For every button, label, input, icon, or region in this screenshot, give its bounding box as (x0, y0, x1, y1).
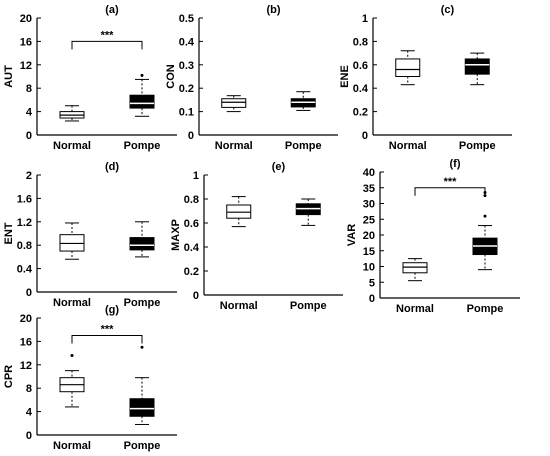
y-axis-label: MAXP (170, 219, 182, 251)
panel-title: (e) (272, 161, 286, 173)
significance-label: *** (444, 176, 458, 188)
y-tick-label: 0.2 (353, 107, 368, 119)
y-tick-label: 2 (26, 170, 32, 182)
y-tick-label: 4 (26, 407, 33, 419)
y-tick-label: 0.2 (184, 266, 199, 278)
y-tick-label: 16 (20, 36, 32, 48)
y-tick-label: 0 (26, 287, 32, 299)
y-tick-label: 1 (193, 170, 199, 182)
y-tick-label: 16 (20, 336, 32, 348)
y-tick-label: 0.3 (179, 60, 194, 72)
x-category-label: Pompe (124, 440, 161, 452)
significance-label: *** (101, 29, 115, 41)
y-tick-label: 0.6 (184, 218, 199, 230)
x-category-label: Pompe (467, 303, 504, 315)
y-tick-label: 0.4 (17, 264, 33, 276)
box-normal (395, 58, 421, 77)
box-pompe (129, 398, 155, 417)
x-category-label: Normal (53, 440, 91, 452)
y-tick-label: 12 (20, 360, 32, 372)
y-tick-label: 8 (26, 383, 32, 395)
y-tick-label: 1 (362, 13, 368, 25)
y-tick-label: 0.8 (184, 194, 199, 206)
panel-title: (b) (266, 4, 280, 16)
y-axis-label: ENE (339, 65, 351, 88)
x-category-label: Pompe (124, 297, 161, 309)
y-tick-label: 0.4 (179, 36, 195, 48)
y-tick-label: 0 (362, 130, 368, 142)
y-tick-label: 4 (26, 107, 33, 119)
y-tick-label: 20 (20, 313, 32, 325)
x-category-label: Pompe (290, 300, 327, 312)
significance-bracket (414, 187, 486, 196)
x-category-label: Normal (53, 297, 91, 309)
significance-bracket (71, 335, 143, 344)
x-category-label: Pompe (285, 140, 322, 152)
y-tick-label: 10 (363, 262, 375, 274)
outlier-point (140, 73, 144, 77)
y-tick-label: 0.1 (179, 107, 194, 119)
significance-label: *** (101, 324, 115, 336)
y-tick-label: 12 (20, 60, 32, 72)
panel-title: (a) (105, 4, 119, 16)
y-axis-label: CPR (3, 365, 15, 388)
y-tick-label: 0.5 (179, 13, 194, 25)
y-tick-label: 20 (363, 230, 375, 242)
outlier-point (140, 345, 144, 349)
y-axis-label: ENT (3, 222, 15, 244)
x-category-label: Normal (220, 300, 258, 312)
y-tick-label: 8 (26, 83, 32, 95)
y-tick-label: 1.6 (17, 193, 32, 205)
y-tick-label: 5 (369, 277, 375, 289)
y-tick-label: 0.8 (17, 240, 32, 252)
y-tick-label: 0 (188, 130, 194, 142)
box-pompe (464, 58, 490, 75)
x-category-label: Pompe (124, 140, 161, 152)
panel-title: (d) (105, 161, 119, 173)
y-tick-label: 0.4 (184, 242, 200, 254)
x-category-label: Normal (396, 303, 434, 315)
panel-title: (f) (450, 158, 461, 170)
box-pompe (129, 94, 155, 109)
y-tick-label: 25 (363, 214, 375, 226)
y-tick-label: 0.4 (353, 83, 369, 95)
box-normal (402, 262, 428, 274)
y-tick-label: 20 (20, 13, 32, 25)
significance-bracket (71, 40, 143, 50)
y-tick-label: 30 (363, 199, 375, 211)
y-tick-label: 0 (26, 130, 32, 142)
y-tick-label: 15 (363, 246, 375, 258)
outlier-point (483, 214, 487, 218)
outlier-point (70, 353, 74, 357)
box-pompe (129, 237, 155, 251)
y-tick-label: 1.2 (17, 217, 32, 229)
x-category-label: Normal (215, 140, 253, 152)
y-tick-label: 0 (193, 290, 199, 302)
y-tick-label: 0 (369, 293, 375, 305)
y-tick-label: 0.2 (179, 83, 194, 95)
y-axis-label: VAR (346, 224, 358, 246)
y-tick-label: 0.8 (353, 36, 368, 48)
y-axis-label: AUT (3, 65, 15, 88)
panel-title: (g) (105, 304, 119, 316)
y-tick-label: 35 (363, 183, 375, 195)
y-axis-label: CON (165, 64, 177, 89)
y-tick-label: 0.6 (353, 60, 368, 72)
y-tick-label: 0 (26, 430, 32, 442)
x-category-label: Normal (389, 140, 427, 152)
y-tick-label: 40 (363, 167, 375, 179)
box-normal (221, 98, 247, 108)
x-category-label: Pompe (459, 140, 496, 152)
x-category-label: Normal (53, 140, 91, 152)
panel-title: (c) (441, 4, 455, 16)
